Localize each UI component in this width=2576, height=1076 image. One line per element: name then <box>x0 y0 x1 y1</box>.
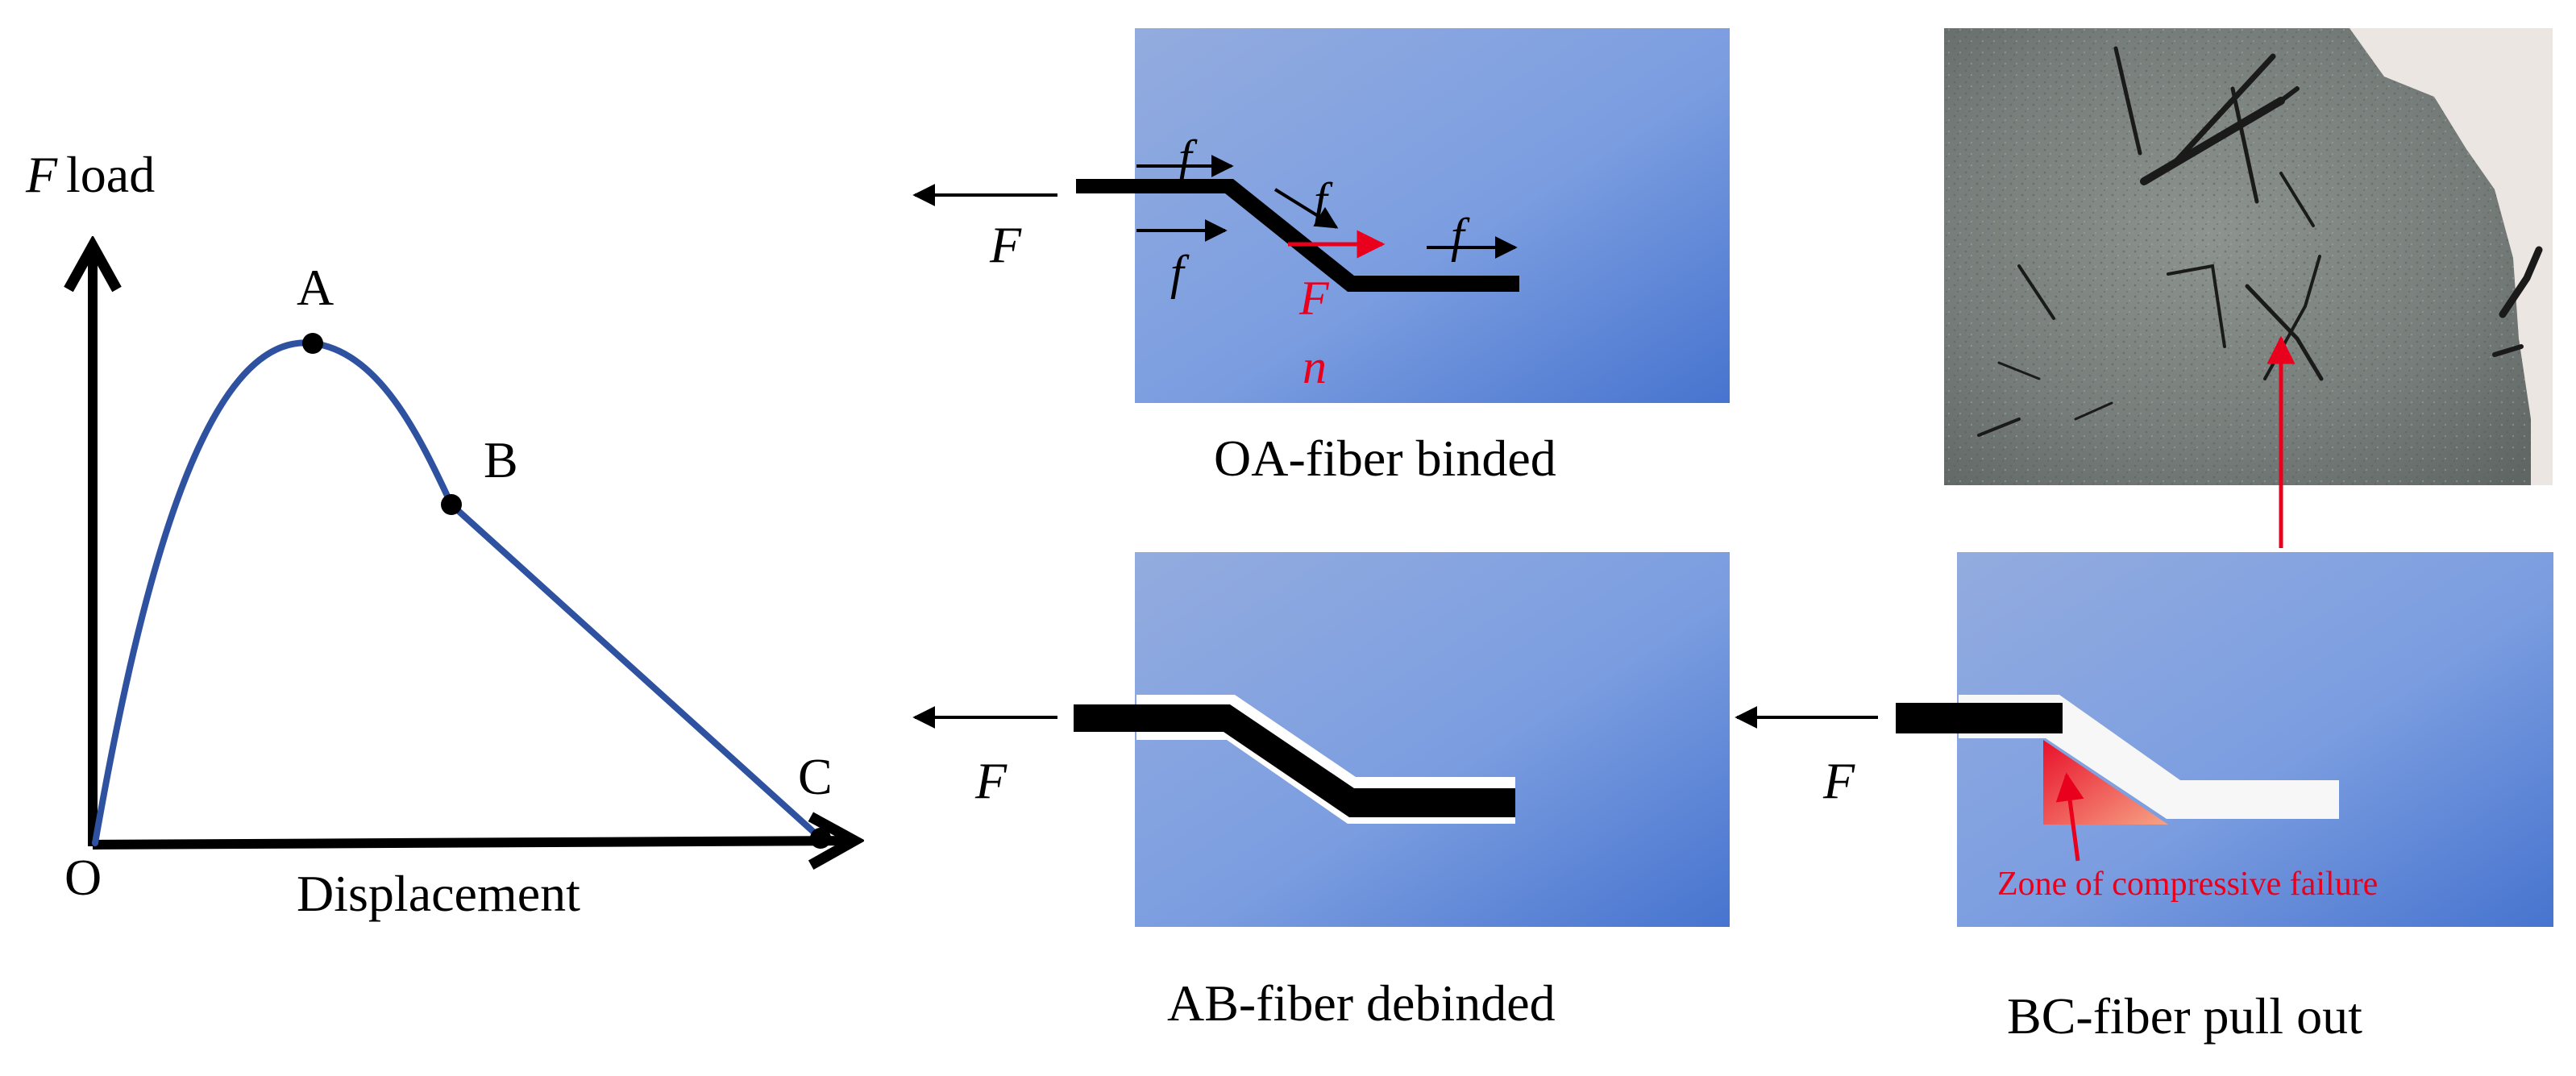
panel-bc-caption: BC-fiber pull out <box>2007 987 2362 1045</box>
exposed-fibers <box>1977 46 2543 437</box>
fiber <box>1074 704 1515 817</box>
point-a-label: A <box>297 259 334 316</box>
fiber <box>1896 703 2063 733</box>
pull-force-label: F <box>989 216 1022 273</box>
y-axis-label: load <box>66 146 155 203</box>
point-o-label: O <box>64 849 102 906</box>
point-b-marker <box>441 494 462 515</box>
normal-force-subscript: n <box>1303 340 1327 393</box>
pull-force-label: F <box>1822 752 1855 809</box>
x-axis-label: Displacement <box>297 865 580 922</box>
fiber <box>1076 179 1519 292</box>
pull-force-label: F <box>974 752 1008 809</box>
point-c-marker <box>810 828 831 849</box>
zone-pointer-arrow <box>2055 772 2084 862</box>
panel-oa-caption: OA-fiber binded <box>1214 430 1556 487</box>
normal-force-symbol: F <box>1298 272 1330 325</box>
matrix-block <box>1135 28 1730 403</box>
panel-ab-fiber-debinded: F AB-fiber debinded <box>912 552 1730 1032</box>
point-c-label: C <box>798 748 833 805</box>
load-displacement-curve: F load Displacement O A B C <box>25 146 854 922</box>
x-axis <box>92 841 854 845</box>
friction-arrow-slope <box>1273 188 1339 229</box>
panel-ab-caption: AB-fiber debinded <box>1167 974 1556 1032</box>
compressive-failure-zone <box>2043 740 2168 825</box>
concrete-texture <box>1944 28 2531 485</box>
load-curve <box>92 339 824 846</box>
zone-label: Zone of compressive failure <box>1997 866 2378 903</box>
panel-bc-fiber-pull-out: F Zone of compressive failure BC-fiber p… <box>1735 552 2553 1045</box>
panel-oa-fiber-binded: F f f f f F n OA-fiber binded <box>912 28 1730 487</box>
specimen-photo <box>1944 28 2553 548</box>
point-b-label: B <box>484 431 518 488</box>
y-axis-symbol: F <box>25 146 58 203</box>
point-a-marker <box>302 333 323 354</box>
